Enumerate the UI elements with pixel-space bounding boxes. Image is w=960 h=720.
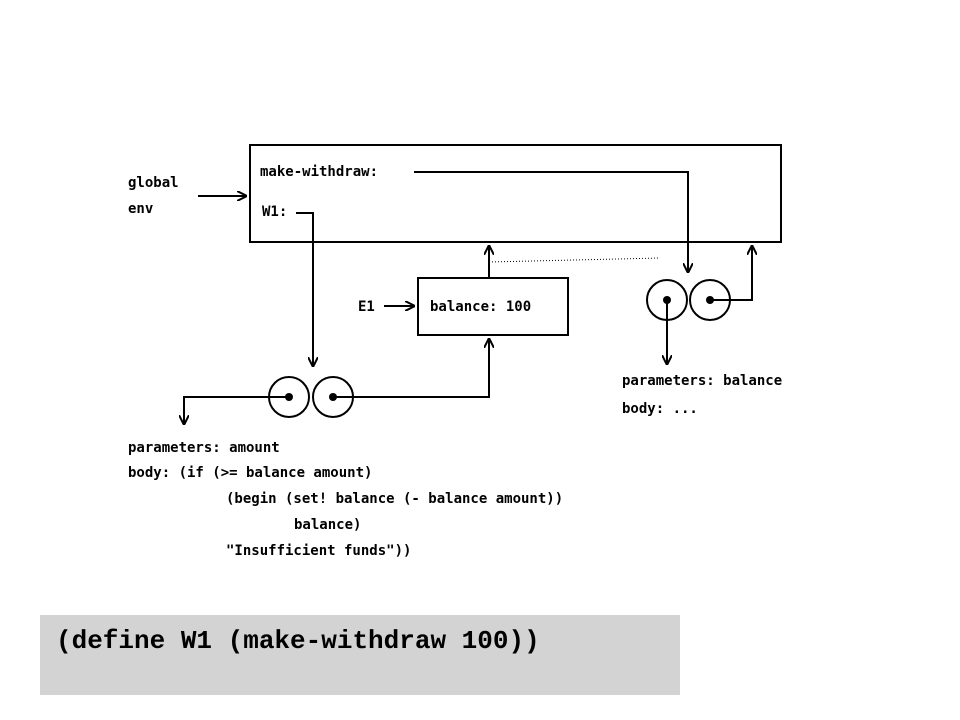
w1-pointer <box>296 212 313 366</box>
w1-binding: W1: <box>262 204 287 220</box>
faint-connector <box>488 257 661 263</box>
balance-binding: balance: 100 <box>430 299 531 315</box>
make-withdraw-body: body: ... <box>622 401 698 417</box>
global-frame <box>249 144 782 243</box>
make-withdraw-pointer <box>414 171 688 272</box>
make-withdraw-env-pointer <box>710 246 752 301</box>
define-statement: (define W1 (make-withdraw 100)) <box>56 626 540 656</box>
w1-body-line3: balance) <box>294 517 361 533</box>
w1-body-line2: (begin (set! balance (- balance amount)) <box>226 491 563 507</box>
w1-code-pointer <box>184 396 289 424</box>
code-box: (define W1 (make-withdraw 100)) <box>40 615 680 695</box>
e1-label: E1 <box>358 299 375 315</box>
make-withdraw-binding: make-withdraw: <box>260 164 378 180</box>
global-env-label-2: env <box>128 201 153 217</box>
w1-env-pointer <box>333 339 489 398</box>
w1-body-line1: body: (if (>= balance amount) <box>128 465 372 481</box>
w1-body-line4: "Insufficient funds")) <box>226 543 411 559</box>
global-env-label: global <box>128 175 179 191</box>
w1-params: parameters: amount <box>128 440 280 456</box>
make-withdraw-params: parameters: balance <box>622 373 782 389</box>
e1-frame <box>417 277 569 336</box>
